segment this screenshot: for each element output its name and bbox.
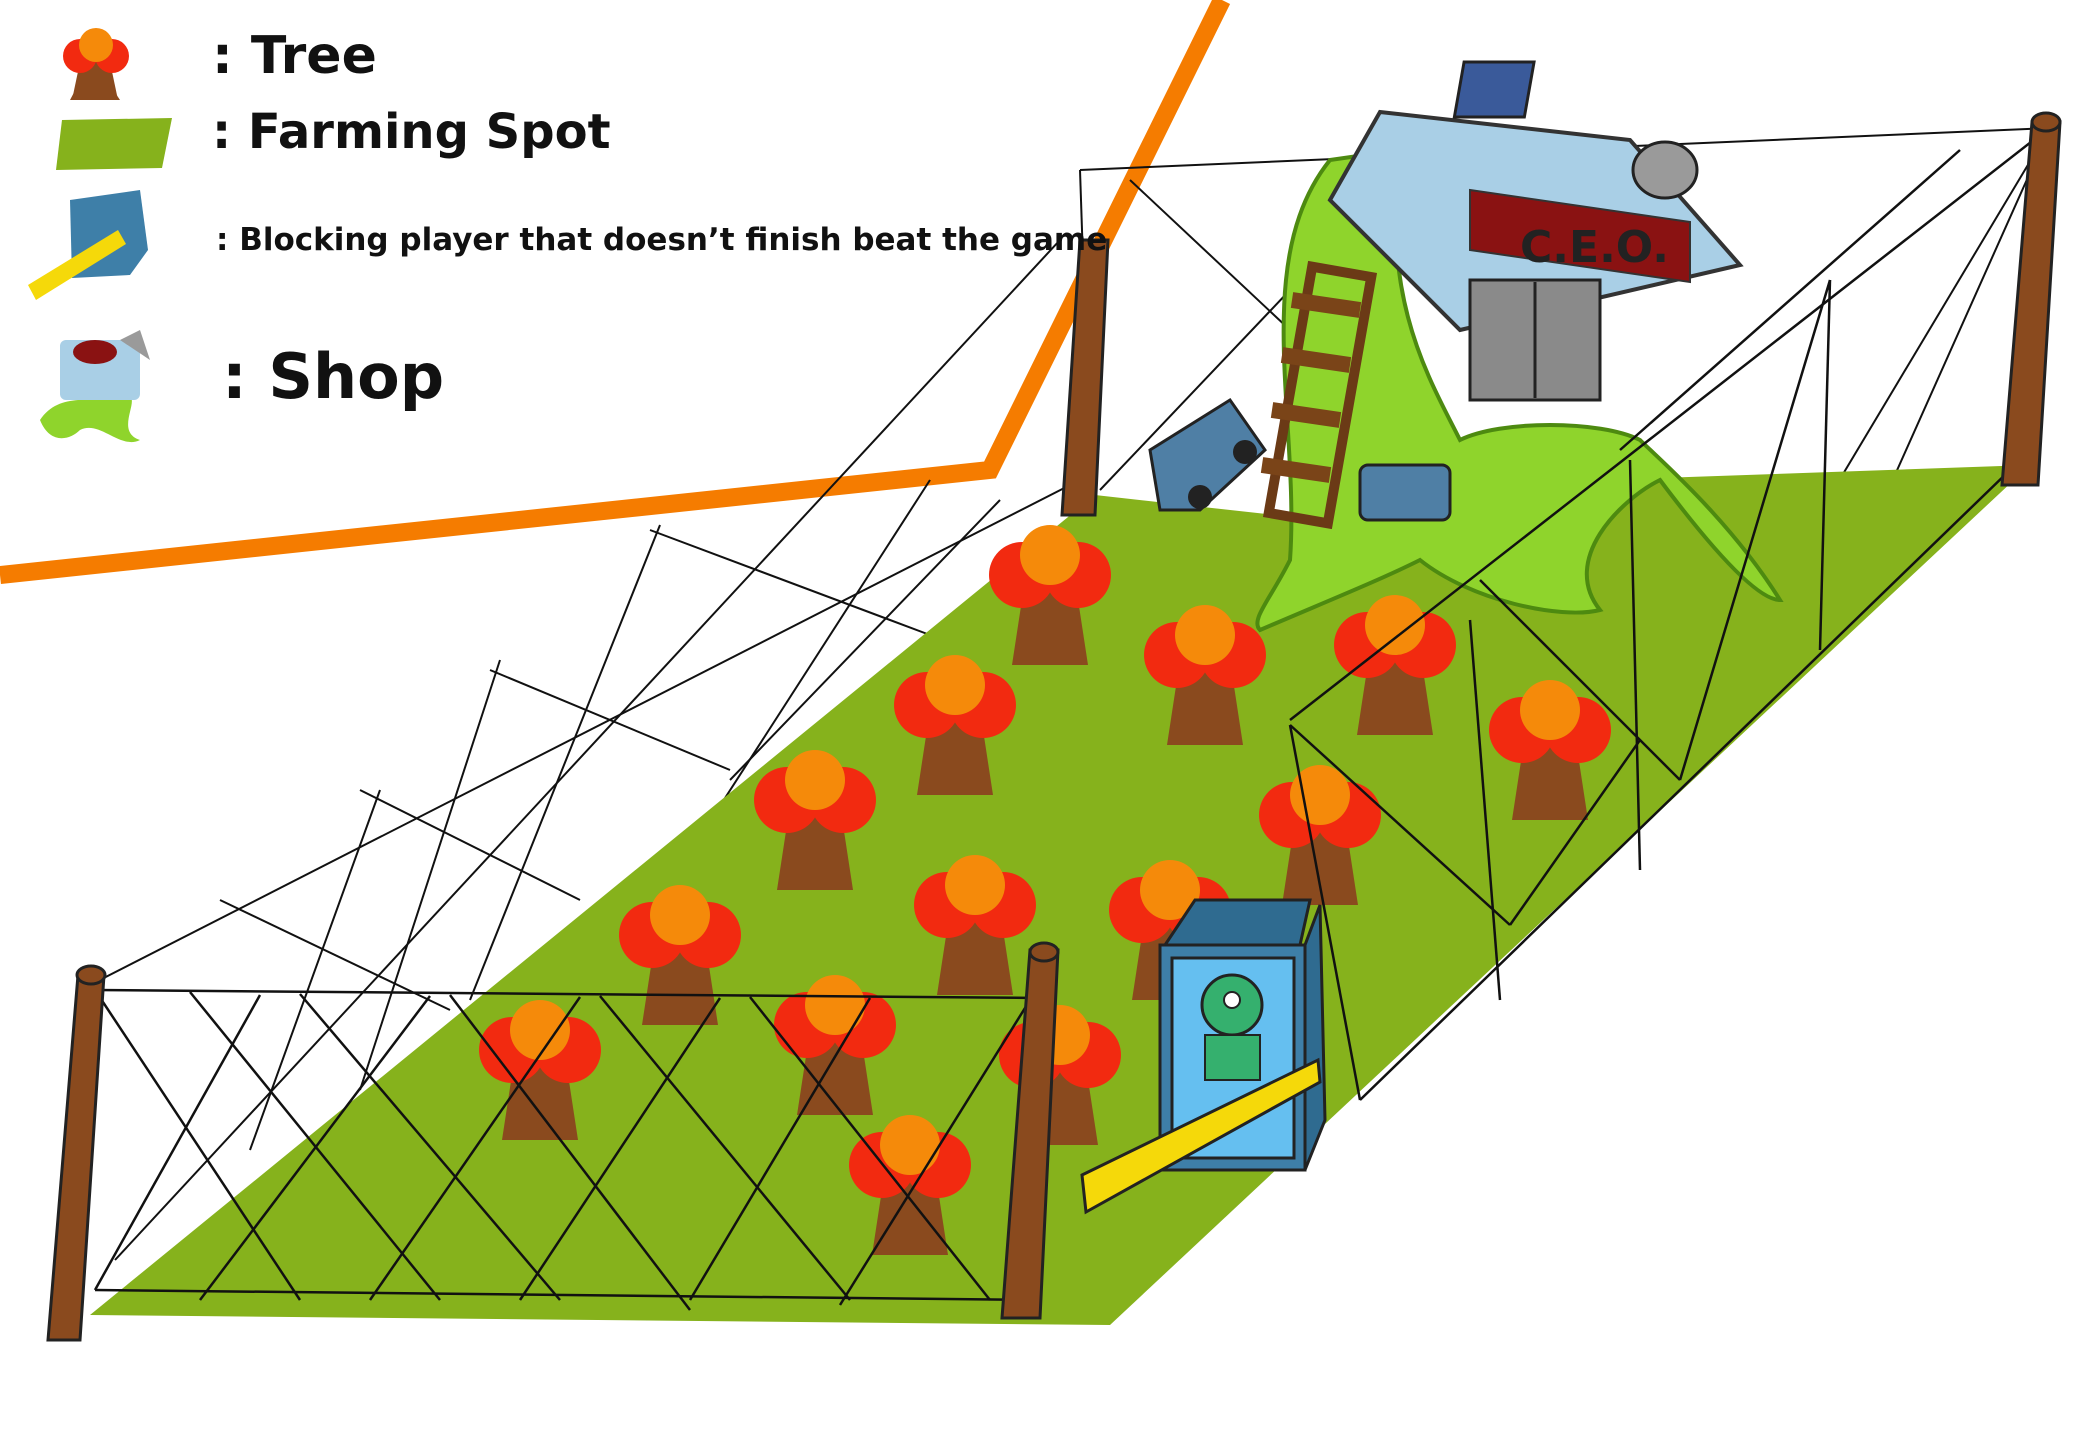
tree xyxy=(1144,605,1266,745)
tree xyxy=(479,1000,601,1140)
tree-icon xyxy=(63,28,129,100)
shop-car-right xyxy=(1358,463,1452,522)
farming-field xyxy=(90,465,2030,1325)
shop-icon xyxy=(40,330,150,443)
fence-post-back-right xyxy=(2000,120,2062,487)
shop-sign-text: C.E.O. xyxy=(1520,222,1669,273)
tree xyxy=(1489,680,1611,820)
legend-blocking-label: : Blocking player that doesn’t finish be… xyxy=(216,222,1108,258)
legend-tree-label: : Tree xyxy=(212,26,377,86)
guard-booth[interactable] xyxy=(1080,898,1327,1215)
region-boundary-line xyxy=(0,0,1231,584)
shop-solar-panel xyxy=(1452,60,1536,119)
shop-ladder xyxy=(1262,260,1378,530)
tree xyxy=(989,525,1111,665)
ceo-shop[interactable]: C.E.O. xyxy=(1148,60,1784,633)
front-fence xyxy=(93,134,2041,1311)
legend-farming-spot-label: : Farming Spot xyxy=(212,104,611,160)
tree xyxy=(914,855,1036,995)
tree xyxy=(619,885,741,1025)
fence-posts xyxy=(46,111,2062,1342)
fence-post-front-left xyxy=(46,973,106,1342)
tree xyxy=(894,655,1016,795)
back-fence xyxy=(89,127,2051,1261)
shop-satellite-dish xyxy=(1631,140,1699,200)
tree xyxy=(754,750,876,890)
booth-icon xyxy=(28,190,148,300)
shop-car-left xyxy=(1148,397,1267,512)
fence-post-back-left xyxy=(1060,238,1110,517)
booth-barrier xyxy=(1080,1057,1322,1215)
farming-spot-icon xyxy=(56,118,172,170)
tree xyxy=(774,975,896,1115)
tree xyxy=(1259,765,1381,905)
legend-shop-label: : Shop xyxy=(222,340,445,413)
shop-sign-board xyxy=(1469,188,1691,284)
tree-grid xyxy=(479,525,1611,1255)
